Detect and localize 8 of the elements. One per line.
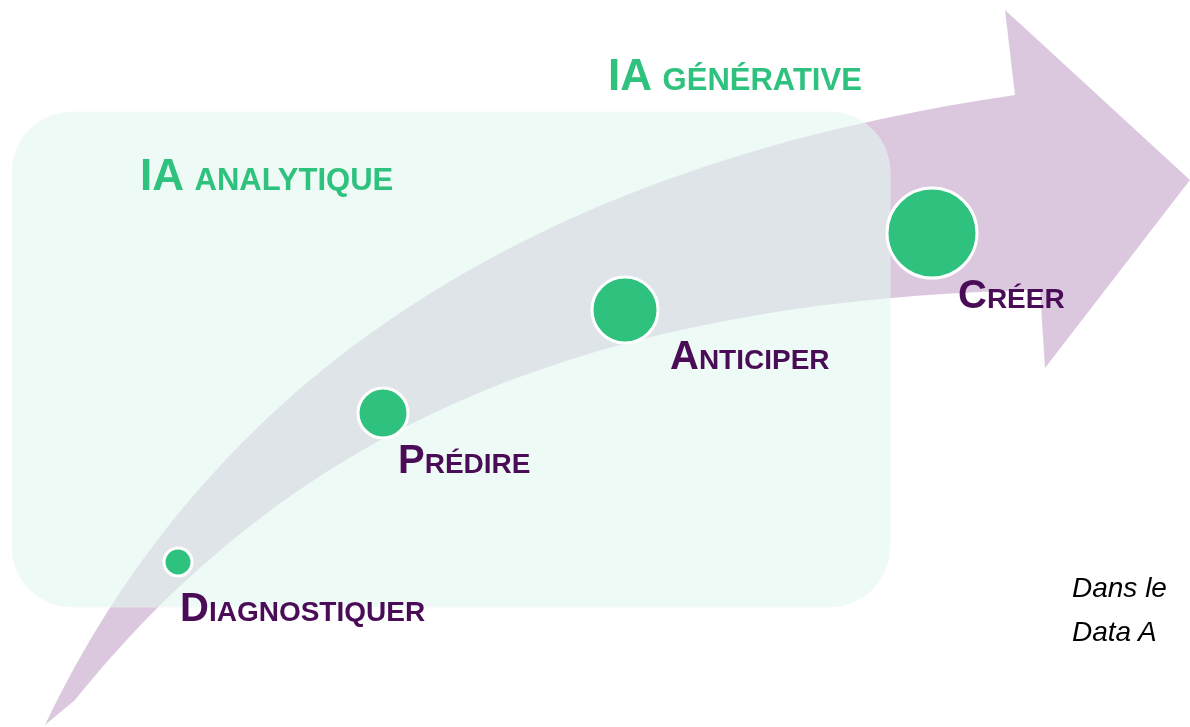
stage-label: Diagnostiquer xyxy=(180,585,426,630)
note-text: Dans le xyxy=(1072,572,1167,604)
arrow-heading: IA générative xyxy=(608,50,862,100)
panel-heading: IA analytique xyxy=(140,150,394,200)
note-text: Data A xyxy=(1072,616,1157,648)
stage-label: Créer xyxy=(958,272,1065,317)
stage-label: Anticiper xyxy=(670,333,830,378)
stage-label: Prédire xyxy=(398,437,531,482)
